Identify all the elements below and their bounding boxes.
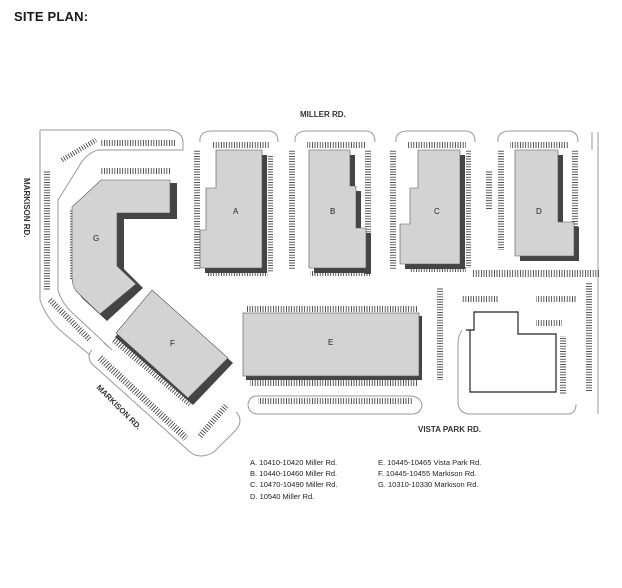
building-g: G (71, 179, 177, 321)
building-g-label: G (93, 234, 99, 243)
legend-left: A. 10410-10420 Miller Rd. B. 10440-10460… (250, 457, 338, 502)
legend-item-g: G. 10310-10330 Markison Rd. (378, 480, 479, 490)
site-plan-title: SITE PLAN: (14, 9, 89, 24)
legend-item-e: E. 10445-10465 Vista Park Rd. (378, 458, 482, 467)
street-label-miller: MILLER RD. (300, 110, 346, 119)
building-d: D (514, 149, 579, 261)
building-f: F (115, 289, 233, 405)
legend-item-b: B. 10440-10460 Miller Rd. (250, 469, 338, 479)
north-parking-area (194, 130, 599, 414)
legend-item-d: D. 10540 Miller Rd. (250, 491, 315, 501)
southeast-lot (457, 311, 577, 415)
building-c: C (399, 149, 465, 269)
legend-item-f: F. 10445-10455 Markison Rd. (378, 469, 477, 479)
street-label-vista-park: VISTA PARK RD. (418, 425, 481, 434)
building-b: B (308, 149, 371, 273)
southwest-parking-area (88, 337, 241, 457)
building-e-label: E (328, 338, 333, 347)
building-a-label: A (233, 207, 239, 216)
legend-right: E. 10445-10465 Vista Park Rd. F. 10445-1… (378, 457, 481, 491)
building-c-label: C (434, 207, 440, 216)
building-e: E (242, 312, 422, 380)
building-d-label: D (536, 207, 542, 216)
building-a: A (199, 149, 267, 273)
building-f-label: F (170, 339, 175, 348)
legend-item-a: A. 10410-10420 Miller Rd. (250, 458, 338, 467)
south-parking-area (246, 270, 600, 415)
legend-item-c: C. 10470-10490 Miller Rd. (250, 480, 338, 490)
street-label-markison-west: MARKISON RD. (22, 178, 31, 238)
building-b-label: B (330, 207, 335, 216)
street-label-markison-southwest: MARKISON RD. (95, 383, 143, 431)
